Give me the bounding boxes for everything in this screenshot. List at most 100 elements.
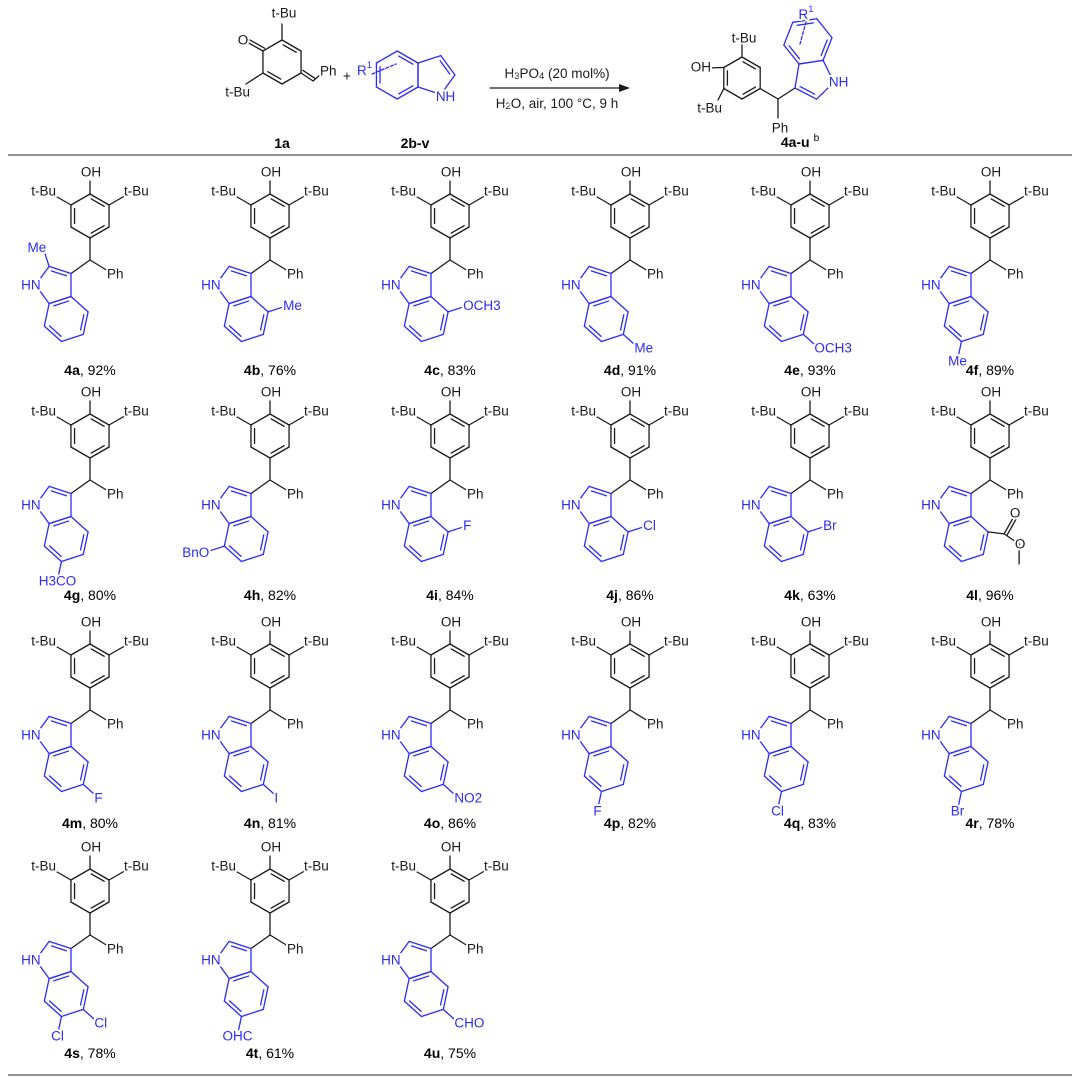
- ring-bond: [89, 413, 110, 426]
- tert-butyl-label: t-Bu: [484, 404, 509, 419]
- ring-bond: [70, 193, 91, 206]
- tert-butyl-label: t-Bu: [931, 184, 956, 199]
- ring-bond: [228, 515, 252, 525]
- ring-bond: [250, 515, 269, 533]
- ring-bond: [989, 226, 1010, 239]
- ring-bond: [430, 446, 451, 459]
- ring-bond: [375, 86, 398, 100]
- indole-nh-label: HN: [21, 728, 41, 743]
- double-bond-line: [593, 300, 610, 307]
- ring-bond: [809, 193, 830, 206]
- ring-bond: [934, 265, 950, 286]
- ring-bond: [396, 86, 419, 100]
- yield-value: 83%: [448, 362, 476, 378]
- ring-bond: [802, 311, 809, 336]
- bond: [108, 413, 129, 426]
- phenyl-label: Ph: [287, 942, 304, 957]
- bond: [706, 66, 725, 69]
- tert-butyl-label: t-Bu: [391, 634, 416, 649]
- ring-bond: [70, 295, 89, 313]
- ring-bond: [269, 193, 290, 206]
- ring-bond: [574, 504, 590, 525]
- substituent-label: H3CO: [39, 574, 77, 589]
- bond: [989, 709, 1009, 722]
- compound-id: 4i: [426, 587, 438, 603]
- yield-value: 82%: [268, 587, 296, 603]
- substituent-label: CHO: [454, 1015, 484, 1030]
- bond: [468, 868, 489, 881]
- ring-bond: [43, 752, 50, 777]
- substituent-label: F: [593, 804, 601, 819]
- ring-bond: [970, 515, 989, 533]
- ring-bond: [89, 193, 110, 206]
- ring-bond: [430, 676, 451, 689]
- compound-id: 4q: [784, 815, 800, 831]
- double-bond-line: [270, 674, 285, 684]
- double-bond-line: [979, 534, 985, 551]
- ring-bond: [60, 333, 84, 343]
- bond: [449, 709, 469, 722]
- double-bond-line: [773, 300, 790, 307]
- bonds: [934, 400, 1029, 565]
- compound-yield-label: 4e, 93%: [784, 362, 835, 378]
- bond: [1008, 413, 1029, 426]
- double-bond-line: [788, 45, 801, 60]
- hydroxyl-label: OH: [621, 385, 641, 400]
- phenyl-label: Ph: [107, 487, 124, 502]
- double-bond-line: [270, 899, 285, 909]
- compound-yield-label: 4f, 89%: [966, 362, 1014, 378]
- double-bond-line: [230, 945, 248, 952]
- yield-value: 86%: [626, 587, 654, 603]
- ring-bond: [763, 325, 783, 343]
- substituent-bond: [447, 526, 463, 533]
- compound-id: 4k: [784, 587, 800, 603]
- bonds: [574, 180, 669, 345]
- ring-bond: [948, 745, 972, 755]
- bond: [1008, 643, 1029, 656]
- bond: [288, 868, 309, 881]
- double-bond-line: [948, 775, 962, 788]
- ring-bond: [223, 545, 243, 563]
- separator: ,: [82, 815, 90, 831]
- bonds: [394, 400, 489, 563]
- ring-bond: [809, 676, 830, 689]
- ring-bond: [408, 940, 432, 950]
- ring-bond: [583, 775, 603, 793]
- separator: ,: [800, 587, 808, 603]
- ring-bond: [794, 63, 800, 89]
- ring-bond: [574, 265, 590, 286]
- compound-yield-label: 4d, 91%: [604, 362, 656, 378]
- ring-bond: [629, 446, 650, 459]
- bond: [771, 643, 792, 656]
- ring-bond: [790, 413, 811, 426]
- hydroxyl-label: OH: [801, 165, 821, 180]
- ring-bond: [790, 226, 811, 239]
- ring-bond: [403, 545, 423, 563]
- double-bond-line: [413, 300, 430, 307]
- ring-bond: [34, 265, 50, 286]
- bond: [70, 479, 91, 495]
- ring-bond: [723, 87, 743, 100]
- double-bond-line: [630, 198, 645, 208]
- compound-id: 4t: [246, 1045, 259, 1061]
- ring-bond: [82, 311, 89, 336]
- ring-bond: [754, 485, 770, 506]
- ring-bond: [430, 295, 449, 313]
- ring-bond: [600, 553, 624, 563]
- ring-bond: [250, 295, 269, 313]
- ring-bond: [588, 295, 612, 305]
- hydroxyl-label: OH: [261, 840, 281, 855]
- ring-bond: [403, 775, 423, 793]
- indole-nh-label: HN: [201, 498, 221, 513]
- ring-bond: [754, 265, 770, 286]
- substituent-label: F: [463, 518, 471, 533]
- ring-bond: [43, 1000, 63, 1018]
- tert-butyl-label: t-Bu: [844, 184, 869, 199]
- double-bond-line: [773, 520, 790, 527]
- ring-bond: [214, 959, 230, 980]
- bond: [411, 413, 432, 426]
- double-bond-line: [270, 648, 285, 658]
- ring-bond: [408, 265, 432, 275]
- separator: ,: [438, 587, 446, 603]
